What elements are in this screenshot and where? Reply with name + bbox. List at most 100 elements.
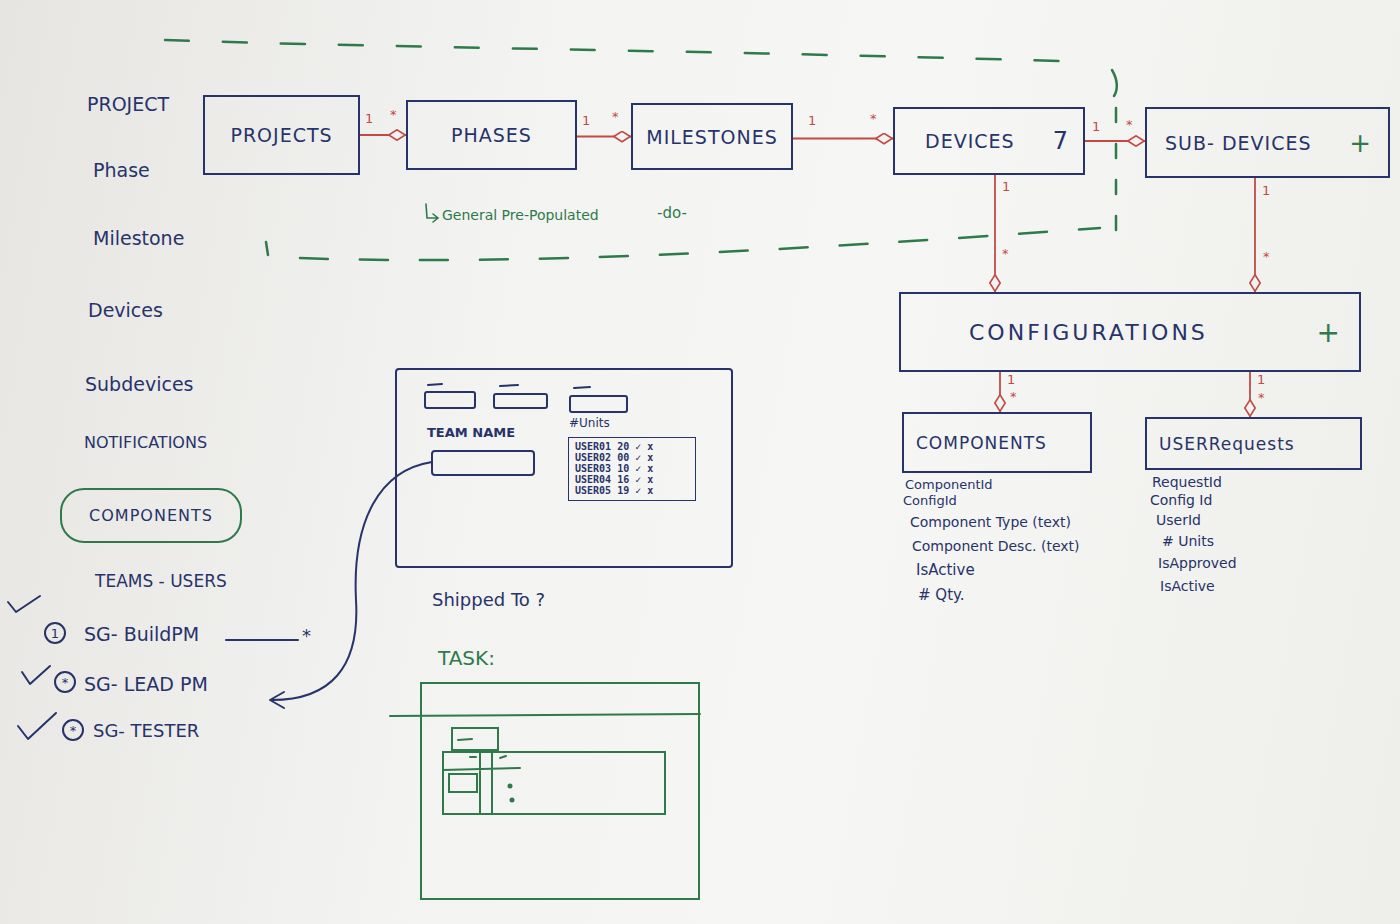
asterisk: * [302,626,311,647]
input-field [432,451,534,475]
field-name: UserId [1156,512,1201,528]
plus-mark: + [1349,128,1372,158]
entity-box: PROJECTS [203,95,360,175]
field-name: IsApproved [1158,555,1237,571]
field-name: ConfigId [903,494,957,509]
check-mark [8,596,40,612]
multiplicity: * [1002,247,1009,262]
multiplicity: 1 [1002,180,1010,195]
entity-box: COMPONENTS [902,412,1092,473]
association-line [360,134,406,136]
entity-box: PHASES [406,100,577,170]
entity-box: CONFIGURATIONS + [899,292,1361,372]
association-line [577,136,631,138]
sketch-dot [509,785,512,788]
sketch-tab [452,728,498,750]
navy-sketch [8,384,627,739]
field-name: ComponentId [905,478,993,493]
note: Shipped To ? [432,590,545,611]
wire-field [570,396,627,412]
circled-marker: * [54,671,76,693]
field-name: RequestId [1152,474,1222,490]
field-name: Component Desc. (text) [912,538,1080,554]
check-mark [22,666,50,684]
side-label: Subdevices [85,374,193,396]
side-label: PROJECT [87,94,169,116]
sketch-tick [470,756,506,758]
field-name: IsActive [916,562,975,579]
task-frame: TASK: [420,682,700,900]
role-label: SG- BuildPM [84,624,199,646]
dashed-boundary [165,40,1090,62]
frame-title: TASK: [438,646,495,670]
entity-box: SUB- DEVICES + [1145,107,1390,178]
connectors [360,135,1255,417]
dashed-boundary [1112,70,1117,96]
entity-name: DEVICES [925,130,1015,152]
role-label: SG- TESTER [93,721,199,742]
wire-field [425,392,475,408]
sketch-tick [458,739,472,740]
entity-box: MILESTONES [631,103,793,170]
dashed-boundary [300,228,1100,260]
table-row: USER02 00 ✓ x [575,452,689,463]
circled-marker: * [62,719,84,741]
side-label: Milestone [93,228,184,250]
multiplicity: 1 [1092,120,1100,135]
units-table: #UnitsUSER01 20 ✓ xUSER02 00 ✓ xUSER03 1… [568,437,696,501]
multiplicity: * [870,112,877,127]
node-text: 1 [51,626,59,641]
note: General Pre-Populated [442,207,599,223]
green-dashes [165,40,1117,260]
multiplicity: * [1258,391,1265,406]
dashed-boundary [1115,108,1118,232]
table-row: USER01 20 ✓ x [575,441,689,452]
entity-mark: 7 [1053,127,1069,155]
node-text: COMPONENTS [89,506,213,525]
multiplicity: * [1010,390,1017,405]
sketch-box [449,774,477,792]
multiplicity: * [1263,250,1270,265]
association-line [994,175,996,292]
multiplicity: 1 [1262,184,1270,199]
field-name: # Units [1162,533,1214,549]
multiplicity: * [612,110,619,125]
entity-name: SUB- DEVICES [1165,132,1311,154]
field-label: TEAM NAME [427,425,515,440]
arrow-head [270,692,284,708]
side-label: NOTIFICATIONS [84,434,207,452]
node-text: MILESTONES [646,126,778,148]
plus-mark: + [1317,316,1343,349]
wireframe-panel: TEAM NAME#UnitsUSER01 20 ✓ xUSER02 00 ✓ … [395,368,733,568]
leader-curve [272,462,432,700]
sketch-panel [443,752,665,814]
table-row: USER03 10 ✓ x [575,463,689,474]
field-name: Config Id [1150,492,1212,508]
multiplicity: 1 [1007,373,1015,388]
multiplicity: * [1126,118,1133,133]
circled-marker: 1 [44,622,66,644]
table-row: USER04 16 ✓ x [575,474,689,485]
table-row: USER05 19 ✓ x [575,485,689,496]
node-text: PROJECTS [230,124,332,146]
note: -do- [657,205,687,222]
side-label: Devices [88,300,163,322]
entity-box: USERRequests [1145,417,1362,470]
side-label: TEAMS - USERS [95,572,227,592]
task-sketch [390,714,700,814]
association-line [999,372,1001,412]
role-label: SG- LEAD PM [84,674,208,696]
entity-name: CONFIGURATIONS [969,320,1208,345]
dash-tick [266,242,268,255]
association-line [1254,178,1256,292]
sketch-dot [511,799,514,802]
multiplicity: 1 [582,114,590,129]
node-text: COMPONENTS [916,433,1047,453]
field-name: # Qty. [918,587,965,604]
title-bar-line [390,714,700,716]
check-mark [18,713,56,739]
table-heading: #Units [569,418,610,429]
node-text: * [62,675,69,690]
rounded-box: COMPONENTS [60,488,242,543]
